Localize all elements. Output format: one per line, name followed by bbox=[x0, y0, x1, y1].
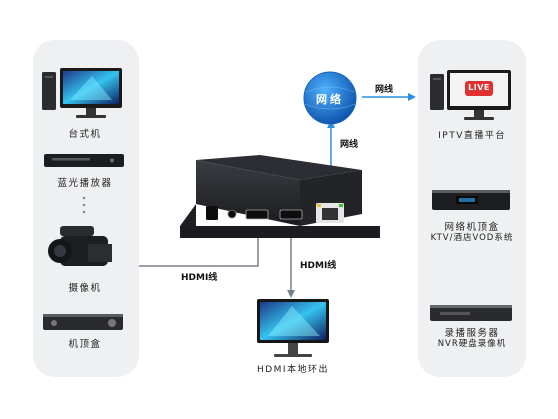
network-globe-icon bbox=[303, 71, 357, 125]
to-iptv-cable-label: 网线 bbox=[375, 85, 394, 95]
iptv-pc-icon bbox=[430, 70, 511, 120]
live-badge bbox=[465, 81, 493, 96]
audio-port bbox=[227, 209, 237, 219]
network-set-top-box-icon bbox=[432, 190, 510, 210]
hdmi-in-port bbox=[245, 209, 269, 220]
bluray-player-icon bbox=[44, 154, 124, 167]
set-top-box-icon bbox=[43, 314, 123, 330]
camera-label: 摄像机 bbox=[68, 283, 102, 294]
dc-port bbox=[206, 206, 218, 220]
settop-label: 机顶盒 bbox=[68, 339, 102, 350]
settop-right-label-2: KTV/酒店VOD系统 bbox=[430, 233, 514, 243]
network-globe-label: 网络 bbox=[316, 93, 344, 106]
desktop-pc-icon bbox=[42, 68, 122, 118]
local-monitor-label: HDMI本地环出 bbox=[256, 365, 330, 375]
nvr-label-2: NVR硬盘录像机 bbox=[437, 339, 507, 349]
camcorder-icon bbox=[48, 226, 112, 266]
net-down-cable-label: 网线 bbox=[340, 140, 359, 150]
live-badge-text: LIVE bbox=[468, 83, 490, 92]
hdmi-out-port bbox=[279, 209, 303, 220]
bluray-label: 蓝光播放器 bbox=[57, 178, 113, 189]
encoder-box bbox=[180, 155, 380, 238]
hdmi-out-line bbox=[287, 232, 295, 298]
desktop-label: 台式机 bbox=[68, 129, 102, 140]
net-right-line bbox=[362, 93, 416, 101]
hdmi-out-cable-label: HDMI线 bbox=[300, 261, 337, 271]
nvr-label-1: 录播服务器 bbox=[444, 328, 500, 339]
settop-right-label-1: 网络机顶盒 bbox=[444, 222, 500, 233]
more-devices-dots bbox=[82, 196, 86, 214]
local-monitor-icon bbox=[257, 299, 329, 357]
iptv-label: IPTV直播平台 bbox=[438, 131, 506, 141]
hdmi-in-cable-label: HDMI线 bbox=[181, 273, 218, 283]
nvr-recorder-icon bbox=[430, 305, 512, 321]
